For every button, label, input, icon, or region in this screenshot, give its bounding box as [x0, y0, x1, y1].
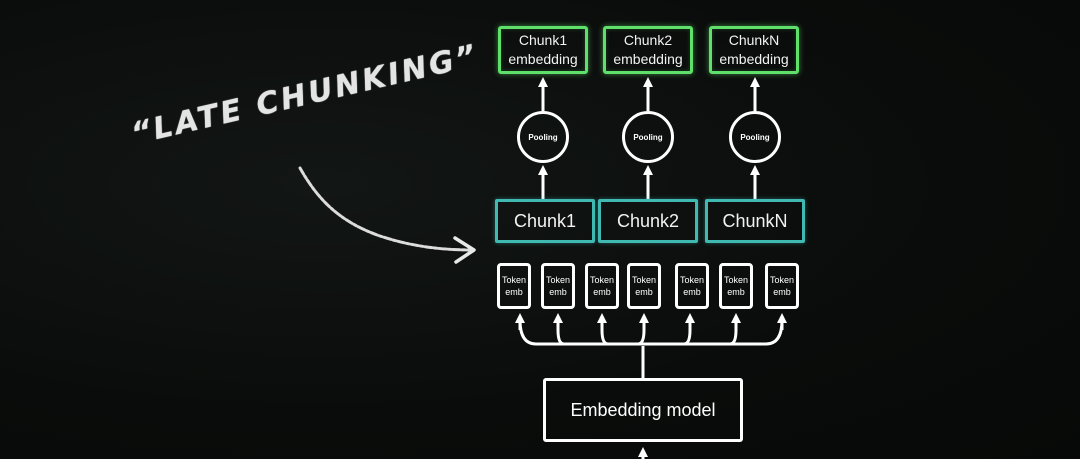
embedding-subtitle: embedding: [508, 51, 578, 67]
fanout-branch: [597, 313, 609, 346]
pooling-node-1: Pooling: [517, 111, 569, 163]
embedding-title: ChunkN: [728, 32, 780, 48]
pooling-node-n: Pooling: [729, 111, 781, 163]
embedding-subtitle: embedding: [613, 51, 683, 67]
chunk1-embedding-box: Chunk1 embedding: [498, 26, 588, 74]
embedding-title: Chunk1: [518, 32, 568, 48]
chunk1-box: Chunk1: [495, 199, 595, 243]
chunkn-box: ChunkN: [705, 199, 805, 243]
fanout-branch: [683, 313, 695, 346]
embedding-title: Chunk2: [623, 32, 673, 48]
embedding-subtitle: embedding: [719, 51, 789, 67]
fanout-branch: [553, 313, 565, 346]
chunk2-box: Chunk2: [598, 199, 698, 243]
pooling-node-2: Pooling: [622, 111, 674, 163]
chunk2-embedding-box: Chunk2 embedding: [603, 26, 693, 74]
chunkn-embedding-box: ChunkN embedding: [709, 26, 799, 74]
annotation-arrowhead: [453, 236, 476, 264]
fanout-branch: [729, 313, 741, 346]
embedding-model-box: Embedding model: [543, 378, 743, 442]
fanout-branch: [637, 313, 649, 346]
annotation-arrow: [298, 166, 474, 252]
fanout-bus: [518, 319, 784, 346]
